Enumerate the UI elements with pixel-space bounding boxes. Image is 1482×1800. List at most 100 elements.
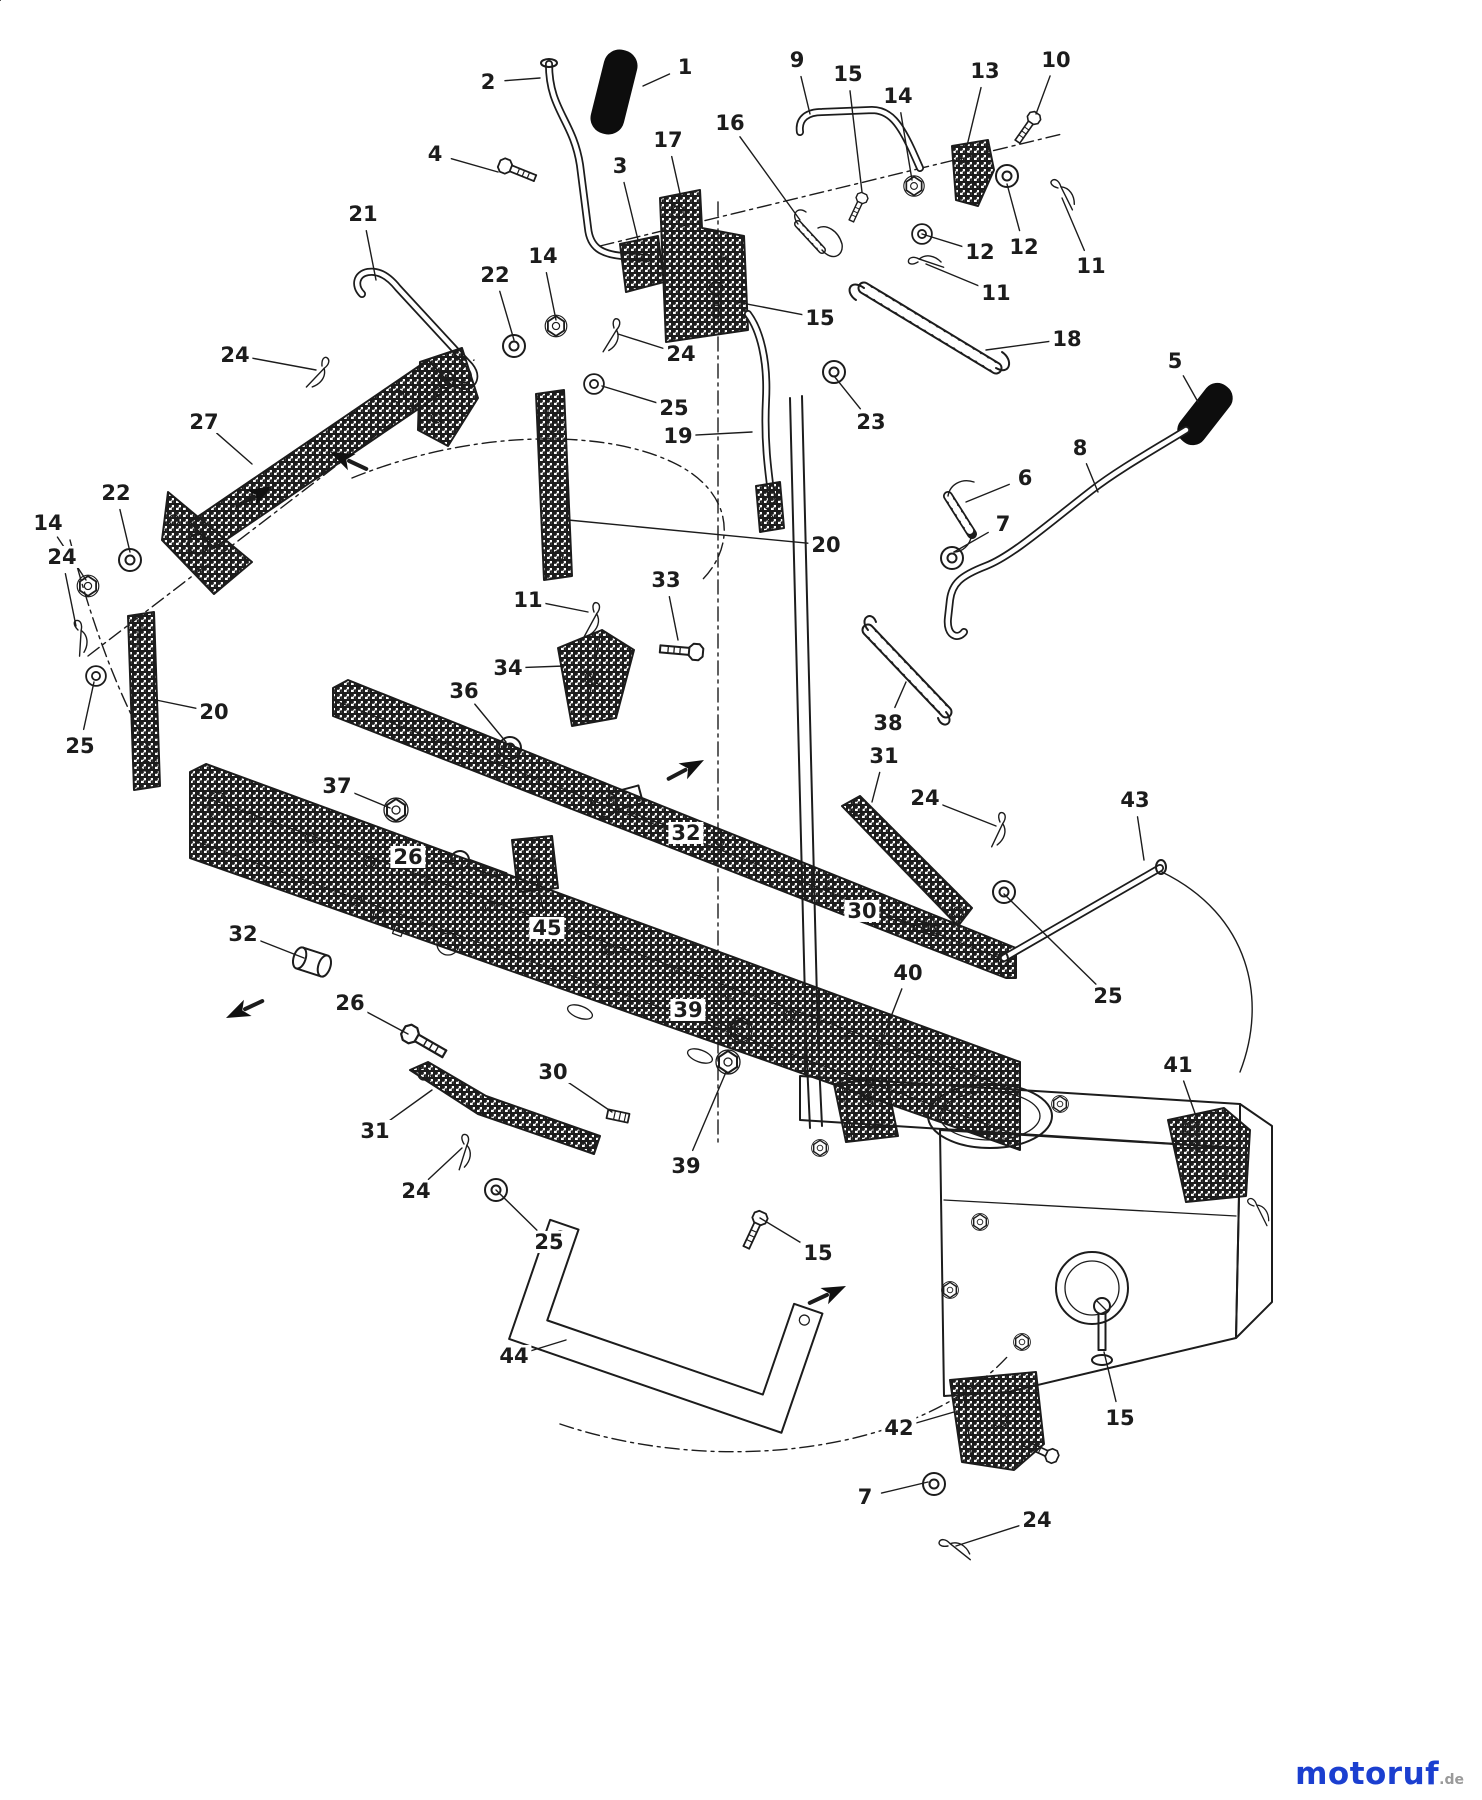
callout-26: 26 [332,992,368,1014]
washer-7-bottom [922,1472,946,1496]
callout-24: 24 [663,343,699,365]
bolt-15-top [845,190,870,224]
callout-22: 22 [477,264,513,286]
nut-14-top [902,174,926,198]
callout-18: 18 [1049,328,1085,350]
callout-17: 17 [650,129,686,151]
callout-3: 3 [609,155,631,177]
callout-24: 24 [1019,1509,1055,1531]
callout-2: 2 [477,71,499,93]
callout-33: 33 [648,569,684,591]
long-link-rods [789,395,823,1129]
callout-32: 32 [225,923,261,945]
callout-21: 21 [345,203,381,225]
lift-handle-rod [540,58,652,262]
watermark-tld: .de [1439,1772,1464,1788]
callout-9: 9 [786,49,808,71]
pin-11b [907,253,946,269]
callout-12: 12 [962,241,998,263]
washer-25-left [85,665,107,687]
callout-25: 25 [62,735,98,757]
screw-15-bottom [1091,1297,1113,1366]
callout-14: 14 [525,245,561,267]
callout-24: 24 [44,546,80,568]
callout-7: 7 [992,513,1014,535]
callout-22: 22 [98,482,134,504]
callout-6: 6 [1014,467,1036,489]
spring-18 [848,281,1011,375]
callout-12: 12 [1006,236,1042,258]
watermark: motoruf.de [1295,1756,1464,1792]
strap-20-right [535,389,573,581]
callout-37: 37 [319,775,355,797]
callout-42: 42 [881,1417,917,1439]
callout-11: 11 [978,282,1014,304]
nut-37 [383,797,409,823]
callout-15: 15 [1102,1407,1138,1429]
callout-19: 19 [660,425,696,447]
callout-15: 15 [802,307,838,329]
bracket-13 [951,139,995,207]
washer-7 [940,546,964,570]
callout-32: 32 [668,822,704,844]
spring-6 [943,480,977,553]
callout-45: 45 [529,917,565,939]
callout-20: 20 [808,534,844,556]
arm-31-right [841,795,973,927]
pin-24-bottom [937,1534,976,1561]
pin-24-mid [602,316,625,356]
callout-31: 31 [866,745,902,767]
callout-25: 25 [656,397,692,419]
callout-24: 24 [398,1180,434,1202]
bracket-42 [949,1371,1045,1471]
callout-14: 14 [880,85,916,107]
callout-24: 24 [217,344,253,366]
callout-13: 13 [967,60,1003,82]
plate-3 [619,235,665,293]
callout-23: 23 [853,411,889,433]
callout-36: 36 [446,680,482,702]
height-handle-grip [1177,382,1233,446]
bracket-34 [557,629,635,727]
callout-25: 25 [531,1231,567,1253]
bolt-26-lower [397,1021,450,1063]
bolt-15-lower-mid [738,1208,771,1252]
callout-43: 43 [1117,789,1153,811]
callout-30: 30 [844,900,880,922]
washer-23 [822,360,846,384]
bushing-32 [291,946,333,978]
rod-43 [997,859,1253,1073]
callout-25: 25 [1090,985,1126,1007]
spring-38 [861,615,953,726]
callout-5: 5 [1164,350,1186,372]
callout-7: 7 [854,1486,876,1508]
callout-15: 15 [830,63,866,85]
arm-31-left [409,1061,601,1155]
shoulder-bolt-32 [590,784,645,818]
nut-14-left [76,574,100,598]
callout-10: 10 [1038,49,1074,71]
callout-4: 4 [424,143,446,165]
height-handle-rod [943,426,1190,640]
bracket-40 [833,1077,899,1143]
lift-handle-grip [590,49,638,135]
callout-20: 20 [196,701,232,723]
washer-25-mid [583,373,605,395]
spring-16 [794,209,843,258]
callout-39: 39 [668,1155,704,1177]
callout-27: 27 [186,411,222,433]
bracket-41 [1167,1107,1275,1227]
strap-20-left [127,611,161,791]
pin-24-left-top [305,355,334,394]
assembly-arrows [226,452,846,1305]
lever-19 [744,310,785,533]
callout-8: 8 [1069,437,1091,459]
callout-34: 34 [490,657,526,679]
callout-31: 31 [357,1120,393,1142]
callout-11: 11 [510,589,546,611]
callout-leader-lines [56,73,1199,1547]
callout-38: 38 [870,712,906,734]
callout-1: 1 [674,56,696,78]
